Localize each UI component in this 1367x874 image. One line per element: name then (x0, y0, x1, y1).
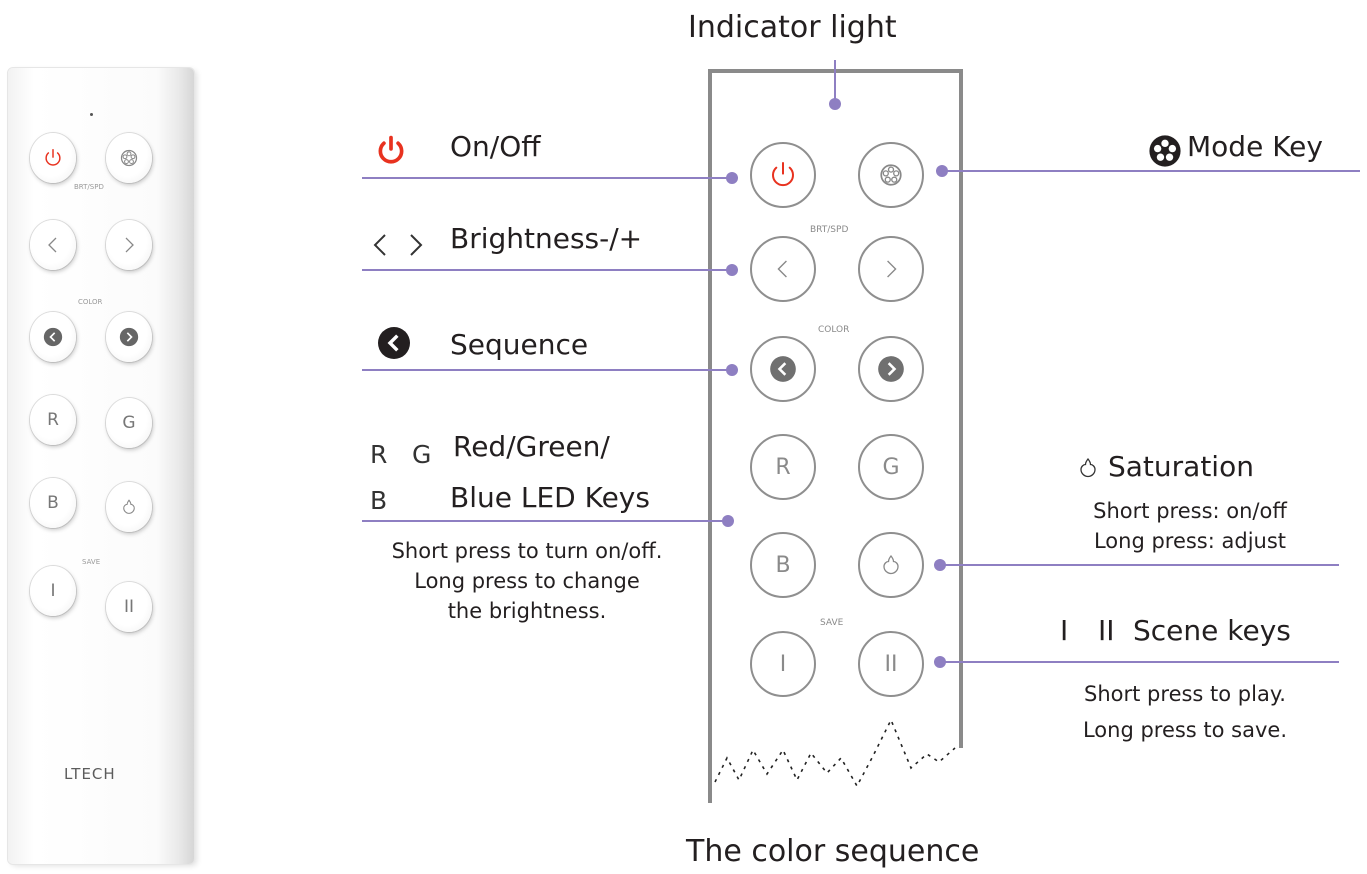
onoff-callout-dot (726, 172, 738, 184)
scene-callout-line (940, 661, 1339, 663)
sequence-label: Sequence (450, 328, 589, 361)
diagram-brightness-up-button (858, 236, 924, 302)
color-left-icon (770, 356, 796, 382)
power-icon (45, 149, 61, 166)
scene-desc-2: Long press to save. (1082, 718, 1288, 742)
photo-mode-button (106, 133, 152, 183)
color-left-icon (43, 327, 63, 347)
rgb-r-letter: R (370, 440, 388, 469)
mode-callout-line (942, 170, 1360, 172)
photo-power-button (30, 133, 76, 183)
diagram-brightness-down-button (750, 236, 816, 302)
scene-keys-label: Scene keys (1133, 614, 1291, 647)
diagram-brt-spd-label: BRT/SPD (810, 225, 849, 235)
mode-callout-dot (936, 165, 948, 177)
brand-logo: LTECH (64, 765, 116, 783)
mode-icon (1149, 135, 1181, 167)
diagram-color-next-button (858, 336, 924, 402)
diagram-scene2-button: II (858, 631, 924, 697)
photo-brightness-up-button (106, 220, 152, 270)
scene-ii-glyph: II (1098, 614, 1115, 647)
onoff-label: On/Off (450, 130, 541, 163)
saturation-icon (1080, 457, 1096, 478)
photo-color-label: COLOR (78, 298, 103, 306)
scene-i-glyph: I (1060, 614, 1069, 647)
photo-color-next-button (106, 312, 152, 362)
mode-key-label: Mode Key (1187, 130, 1323, 163)
saturation-desc-2: Long press: adjust (1093, 529, 1287, 553)
diagram-color-label: COLOR (818, 325, 850, 335)
chevron-right-icon (887, 260, 897, 278)
power-icon (772, 162, 794, 187)
chevron-left-right-icon (373, 234, 423, 256)
color-right-icon (119, 327, 139, 347)
mode-icon (120, 149, 138, 167)
chevron-left-icon (777, 260, 787, 278)
diagram-color-prev-button (750, 336, 816, 402)
photo-indicator-light (90, 113, 93, 116)
rgb-desc-2: Long press to change (414, 569, 640, 593)
chevron-left-icon (48, 237, 57, 253)
saturation-callout-line (940, 564, 1339, 566)
brightness-label: Brightness-/+ (450, 222, 643, 255)
scene-callout-dot (934, 656, 946, 668)
diagram-green-button: G (858, 434, 924, 500)
saturation-label: Saturation (1108, 450, 1254, 483)
diagram-power-button (750, 142, 816, 208)
saturation-desc-1: Short press: on/off (1093, 499, 1287, 523)
diagram-scene1-button: I (750, 631, 816, 697)
indicator-light-label: Indicator light (688, 10, 897, 45)
diagram-blue-button: B (750, 532, 816, 598)
sequence-icon (378, 327, 410, 359)
color-right-icon (878, 356, 904, 382)
scene-desc-1: Short press to play. (1084, 682, 1286, 706)
remote-photo (8, 68, 194, 864)
remote-diagram-outline (708, 69, 963, 803)
rgb-desc-1: Short press to turn on/off. (391, 539, 663, 563)
onoff-callout-line (362, 177, 732, 179)
rgb-label-line1: Red/Green/ (453, 430, 610, 463)
rgb-desc-3: the brightness. (447, 599, 607, 623)
photo-blue-button: B (30, 478, 76, 528)
photo-saturation-button (106, 482, 152, 532)
diagram-saturation-button (858, 532, 924, 598)
diagram-mode-button (858, 142, 924, 208)
color-sequence-footer: The color sequence (686, 834, 980, 869)
scene-description: Short press to play. Long press to save. (1050, 676, 1320, 748)
saturation-description: Short press: on/off Long press: adjust (1060, 496, 1320, 556)
photo-brt-spd-label: BRT/SPD (74, 183, 104, 191)
brightness-callout-line (362, 269, 732, 271)
rgb-g-letter: G (412, 440, 432, 469)
photo-scene2-button: II (106, 582, 152, 632)
mode-icon (880, 164, 902, 186)
rgb-b-letter: B (370, 486, 388, 515)
chevron-right-icon (125, 237, 134, 253)
photo-scene1-button: I (30, 566, 76, 616)
indicator-callout-line (834, 60, 836, 100)
saturation-callout-dot (934, 559, 946, 571)
saturation-icon (123, 499, 135, 514)
indicator-callout-dot (829, 98, 841, 110)
sequence-callout-line (362, 369, 732, 371)
photo-red-button: R (30, 395, 76, 445)
brightness-callout-dot (726, 264, 738, 276)
photo-save-label: SAVE (82, 558, 101, 566)
saturation-icon (883, 554, 899, 575)
rgb-label-line2: Blue LED Keys (450, 481, 650, 514)
photo-color-prev-button (30, 312, 76, 362)
photo-brightness-down-button (30, 220, 76, 270)
diagram-save-label: SAVE (820, 618, 844, 628)
rgb-callout-line (362, 520, 728, 522)
diagram-red-button: R (750, 434, 816, 500)
photo-green-button: G (106, 398, 152, 448)
sequence-callout-dot (726, 364, 738, 376)
power-icon (378, 135, 404, 164)
rgb-callout-dot (722, 515, 734, 527)
rgb-description: Short press to turn on/off. Long press t… (362, 536, 692, 626)
